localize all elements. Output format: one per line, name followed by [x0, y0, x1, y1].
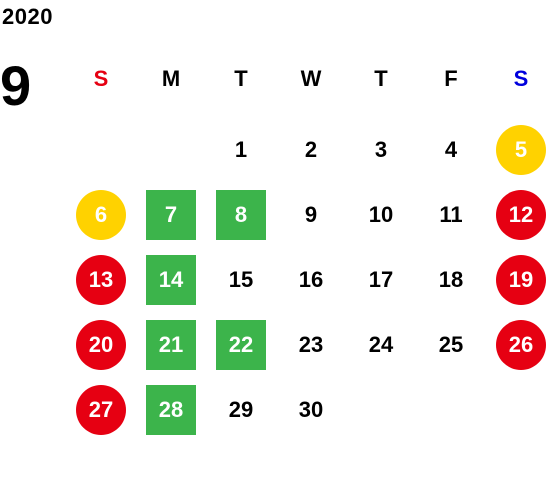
year-label: 2020 [2, 4, 53, 29]
calendar-day[interactable]: 3 [374, 137, 388, 162]
calendar-day[interactable]: 17 [368, 267, 394, 292]
weekday-monday: M [161, 66, 181, 91]
calendar-day[interactable]: 19 [496, 255, 546, 305]
calendar-day[interactable]: 15 [228, 267, 254, 292]
calendar-day[interactable]: 28 [146, 385, 196, 435]
calendar-day[interactable]: 20 [76, 320, 126, 370]
calendar-day[interactable]: 29 [228, 397, 254, 422]
calendar-day[interactable]: 26 [496, 320, 546, 370]
calendar-day[interactable]: 8 [216, 190, 266, 240]
calendar-day[interactable]: 5 [496, 125, 546, 175]
calendar-day[interactable]: 6 [76, 190, 126, 240]
calendar-day[interactable]: 12 [496, 190, 546, 240]
calendar-day[interactable]: 10 [368, 202, 394, 227]
weekday-wednesday: W [300, 66, 322, 91]
weekday-sunday: S [93, 66, 109, 91]
calendar-day[interactable]: 25 [438, 332, 464, 357]
calendar-day[interactable]: 18 [438, 267, 464, 292]
calendar-day[interactable]: 9 [304, 202, 318, 227]
calendar-day[interactable]: 2 [304, 137, 318, 162]
calendar-day[interactable]: 1 [234, 137, 248, 162]
weekday-saturday: S [513, 66, 529, 91]
calendar-day[interactable]: 11 [439, 202, 463, 227]
calendar-day[interactable]: 4 [444, 137, 458, 162]
calendar-day[interactable]: 23 [298, 332, 324, 357]
calendar-day[interactable]: 7 [146, 190, 196, 240]
calendar-day[interactable]: 21 [146, 320, 196, 370]
calendar-day[interactable]: 16 [298, 267, 324, 292]
calendar-day[interactable]: 14 [146, 255, 196, 305]
month-number: 9 [0, 54, 32, 117]
calendar-day[interactable]: 13 [76, 255, 126, 305]
weekday-friday: F [444, 66, 458, 91]
calendar-day[interactable]: 30 [298, 397, 324, 422]
weekday-thursday: T [374, 66, 388, 91]
calendar-day[interactable]: 27 [76, 385, 126, 435]
weekday-tuesday: T [234, 66, 248, 91]
calendar-day[interactable]: 22 [216, 320, 266, 370]
calendar-day[interactable]: 24 [368, 332, 394, 357]
